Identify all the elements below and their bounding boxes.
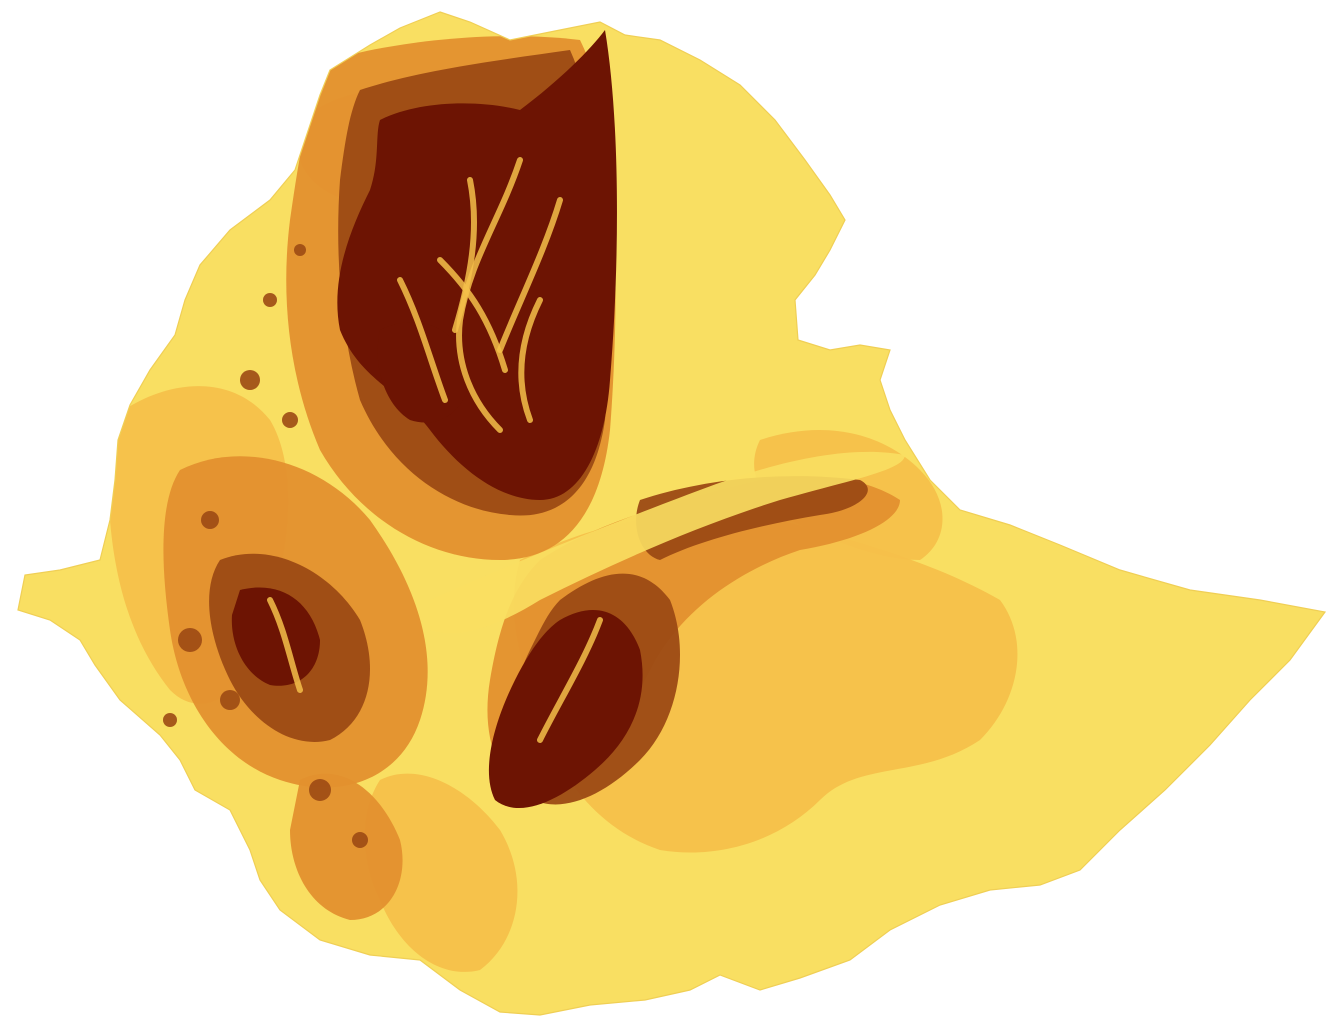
highland-patch-10: [294, 244, 306, 256]
river-valley-7: [537, 617, 603, 743]
rift-valley-band: [430, 451, 905, 634]
upper-elevation-band-4: [290, 773, 403, 920]
mid-elevation-band-3: [365, 773, 518, 972]
river-valley-6: [397, 277, 448, 403]
highland-patch-2: [282, 412, 298, 428]
highland-patch-6: [309, 779, 331, 801]
river-valley-8: [267, 597, 303, 693]
highland-patch-8: [163, 713, 177, 727]
river-valley-2: [497, 197, 563, 353]
highland-patch-9: [263, 293, 277, 307]
peak-elevation-band-3: [231, 587, 320, 686]
peak-elevation-band-2: [488, 610, 643, 809]
river-valley-3: [437, 257, 508, 373]
river-valley-5: [518, 297, 543, 423]
highland-patch-1: [240, 370, 260, 390]
highland-patch-4: [178, 628, 202, 652]
river-valley-4: [452, 177, 477, 333]
highland-patch-3: [201, 511, 219, 529]
highland-patch-5: [220, 690, 240, 710]
highland-patch-7: [352, 832, 368, 848]
